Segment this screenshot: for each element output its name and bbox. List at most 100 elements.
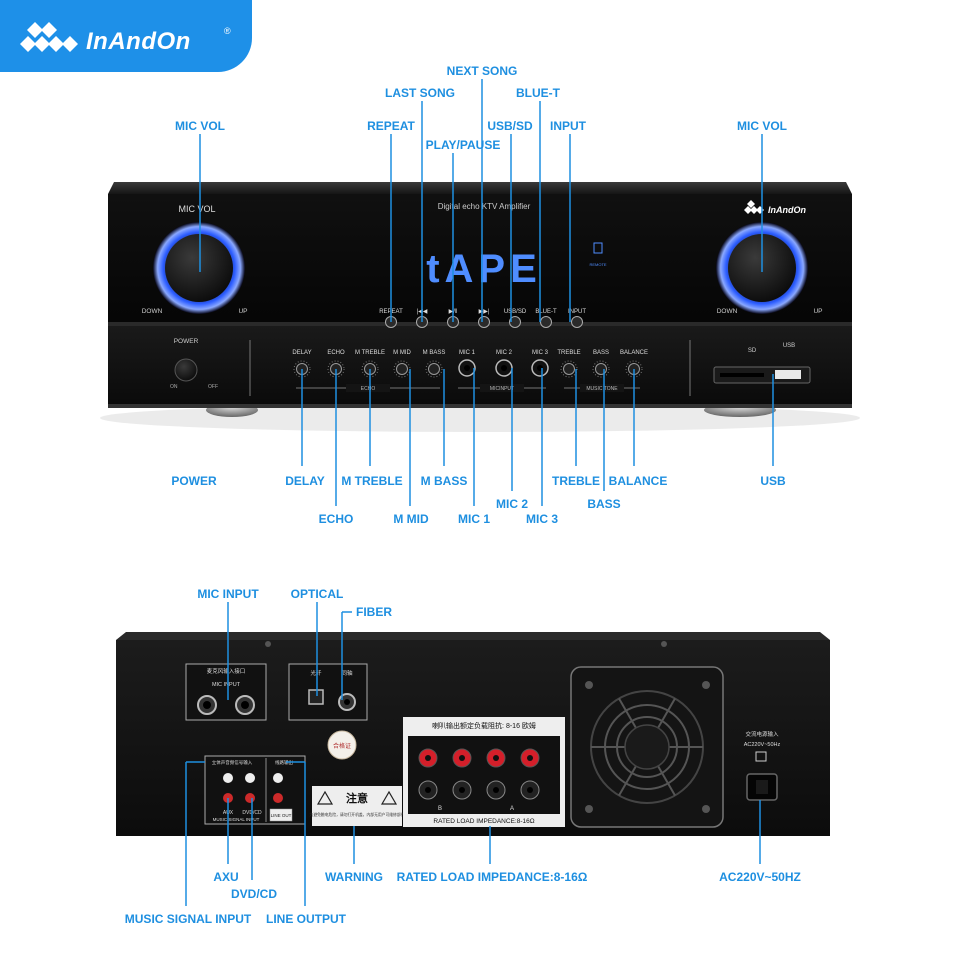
callout-play-pause: PLAY/PAUSE (425, 138, 501, 152)
transport-button-label: INPUT (568, 309, 586, 315)
callout-usb-sd: USB/SD (487, 119, 533, 133)
fiber-cn-label: 同轴 (341, 669, 353, 677)
right-knob-up-label: UP (813, 308, 822, 315)
transport-button-label: ▶▶| (479, 309, 490, 315)
dvd-red-jack[interactable] (245, 793, 255, 803)
channel-b-label: B (438, 806, 442, 812)
speaker-posts (418, 748, 540, 800)
music-signal-cn-label: 立体声音频信号输入 (212, 759, 253, 766)
brand-registered-mark: ® (224, 26, 231, 36)
optical-cn-label: 光纤 (310, 669, 322, 677)
tone-knob-label: BALANCE (620, 350, 648, 356)
power-on-label: ON (170, 384, 178, 390)
callout-mic3: MIC 3 (525, 512, 559, 526)
callout-mic1: MIC 1 (457, 512, 491, 526)
callout-blue-t: BLUE-T (516, 86, 560, 100)
sd-slot-label: SD (748, 348, 757, 354)
knob-group-label: MICINPUT (490, 386, 514, 392)
callout-optical: OPTICAL (290, 587, 344, 601)
callout-axu: AXU (213, 870, 239, 884)
tone-knob-label: MIC 2 (496, 350, 513, 356)
knob-group-label: MUSIC TONE (586, 386, 618, 392)
left-knob-down-label: DOWN (142, 308, 163, 315)
transport-button[interactable] (509, 316, 521, 328)
transport-button-label: BLUE-T (535, 309, 557, 315)
callout-power: POWER (171, 474, 217, 488)
rated-load-plate-label: RATED LOAD IMPEDANCE:8-16Ω (433, 818, 534, 825)
transport-button[interactable] (571, 316, 583, 328)
callout-input: INPUT (550, 119, 586, 133)
line-out-red-jack[interactable] (273, 793, 283, 803)
usb-port-label: USB (783, 343, 795, 349)
line-out-cn-label: 线路输出 (275, 759, 293, 766)
callout-mic2: MIC 2 (495, 497, 529, 511)
transport-button-label: USB/SD (504, 309, 527, 315)
remote-indicator-label: REMOTE (589, 262, 606, 267)
front-mic-vol-label: MIC VOL (178, 204, 215, 214)
power-label: POWER (174, 338, 199, 345)
optical-port[interactable] (308, 689, 324, 705)
callout-line-output: LINE OUTPUT (266, 912, 346, 926)
callout-m-treble: M TREBLE (341, 474, 403, 488)
callout-warning: WARNING (325, 870, 383, 884)
left-knob-up-label: UP (238, 308, 247, 315)
front-lower-face (108, 326, 852, 406)
callout-mic-input: MIC INPUT (197, 587, 259, 601)
panel-brand-name: InAndOn (768, 205, 806, 215)
callout-m-bass: M BASS (420, 474, 468, 488)
callout-echo: ECHO (318, 512, 354, 526)
callout-mic-vol-left: MIC VOL (175, 119, 225, 133)
right-knob-down-label: DOWN (717, 308, 738, 315)
tone-knob-label: DELAY (292, 350, 311, 356)
qc-label: 合格证 (333, 742, 351, 750)
transport-button[interactable] (540, 316, 552, 328)
fan-hub (624, 724, 670, 770)
knob-group-label: ECHO (361, 386, 376, 392)
tone-knob[interactable] (563, 363, 575, 375)
callout-delay: DELAY (285, 474, 325, 488)
aux-white-jack[interactable] (223, 773, 233, 783)
power-button[interactable] (174, 358, 198, 382)
warning-cn-title: 注意 (346, 791, 368, 805)
qc-sticker (327, 730, 357, 760)
tone-knob[interactable] (595, 363, 607, 375)
callout-fiber: FIBER (356, 605, 392, 619)
line-out-white-jack[interactable] (273, 773, 283, 783)
usb-port[interactable] (775, 370, 801, 379)
callout-leader-lines (185, 79, 774, 906)
brand-diamond-icon (20, 22, 78, 52)
ac-spec-label: AC220V~50Hz (744, 742, 781, 748)
dvd-white-jack[interactable] (245, 773, 255, 783)
mic-input-cn-label: 麦克风输入接口 (207, 667, 246, 675)
transport-button[interactable] (478, 316, 490, 328)
remote-indicator-icon (593, 242, 603, 254)
tone-knob-label: MIC 1 (459, 350, 476, 356)
channel-a-label: A (510, 806, 514, 812)
tone-knob-label: BASS (593, 350, 609, 356)
tone-knob-label: M TREBLE (355, 350, 385, 356)
sd-card-slot[interactable] (720, 373, 764, 377)
callout-treble: TREBLE (552, 474, 600, 488)
warning-text: 为避免触电危险，请勿打开机盖，内部无用户可维修部件 (310, 812, 405, 817)
speaker-header-label: 喇叭输出额定负载阻抗: 8-16 欧姆 (432, 721, 536, 730)
warning-triangle-left-icon (316, 790, 334, 805)
callout-usb: USB (760, 474, 786, 488)
warning-sticker (312, 786, 402, 826)
brand-logo-badge: InAndOn ® (0, 0, 252, 72)
tone-knob-label: MIC 3 (532, 350, 549, 356)
callout-bass: BASS (587, 497, 621, 511)
tone-knob-label: ECHO (327, 350, 345, 356)
tone-knob[interactable] (428, 363, 440, 375)
brand-name: InAndOn (86, 28, 191, 55)
callout-dvd-cd: DVD/CD (230, 887, 278, 901)
power-off-label: OFF (208, 384, 218, 390)
ac-input-cn-label: 交流电源输入 (745, 730, 779, 738)
tone-knob-label: M BASS (423, 350, 446, 356)
vfd-display-text: tAPE (426, 247, 542, 291)
tone-knob[interactable] (396, 363, 408, 375)
callout-ac: AC220V~50HZ (719, 870, 801, 884)
callout-next-song: NEXT SONG (446, 64, 518, 78)
mic-input-en-label: MIC INPUT (212, 682, 241, 688)
callout-repeat: REPEAT (367, 119, 415, 133)
